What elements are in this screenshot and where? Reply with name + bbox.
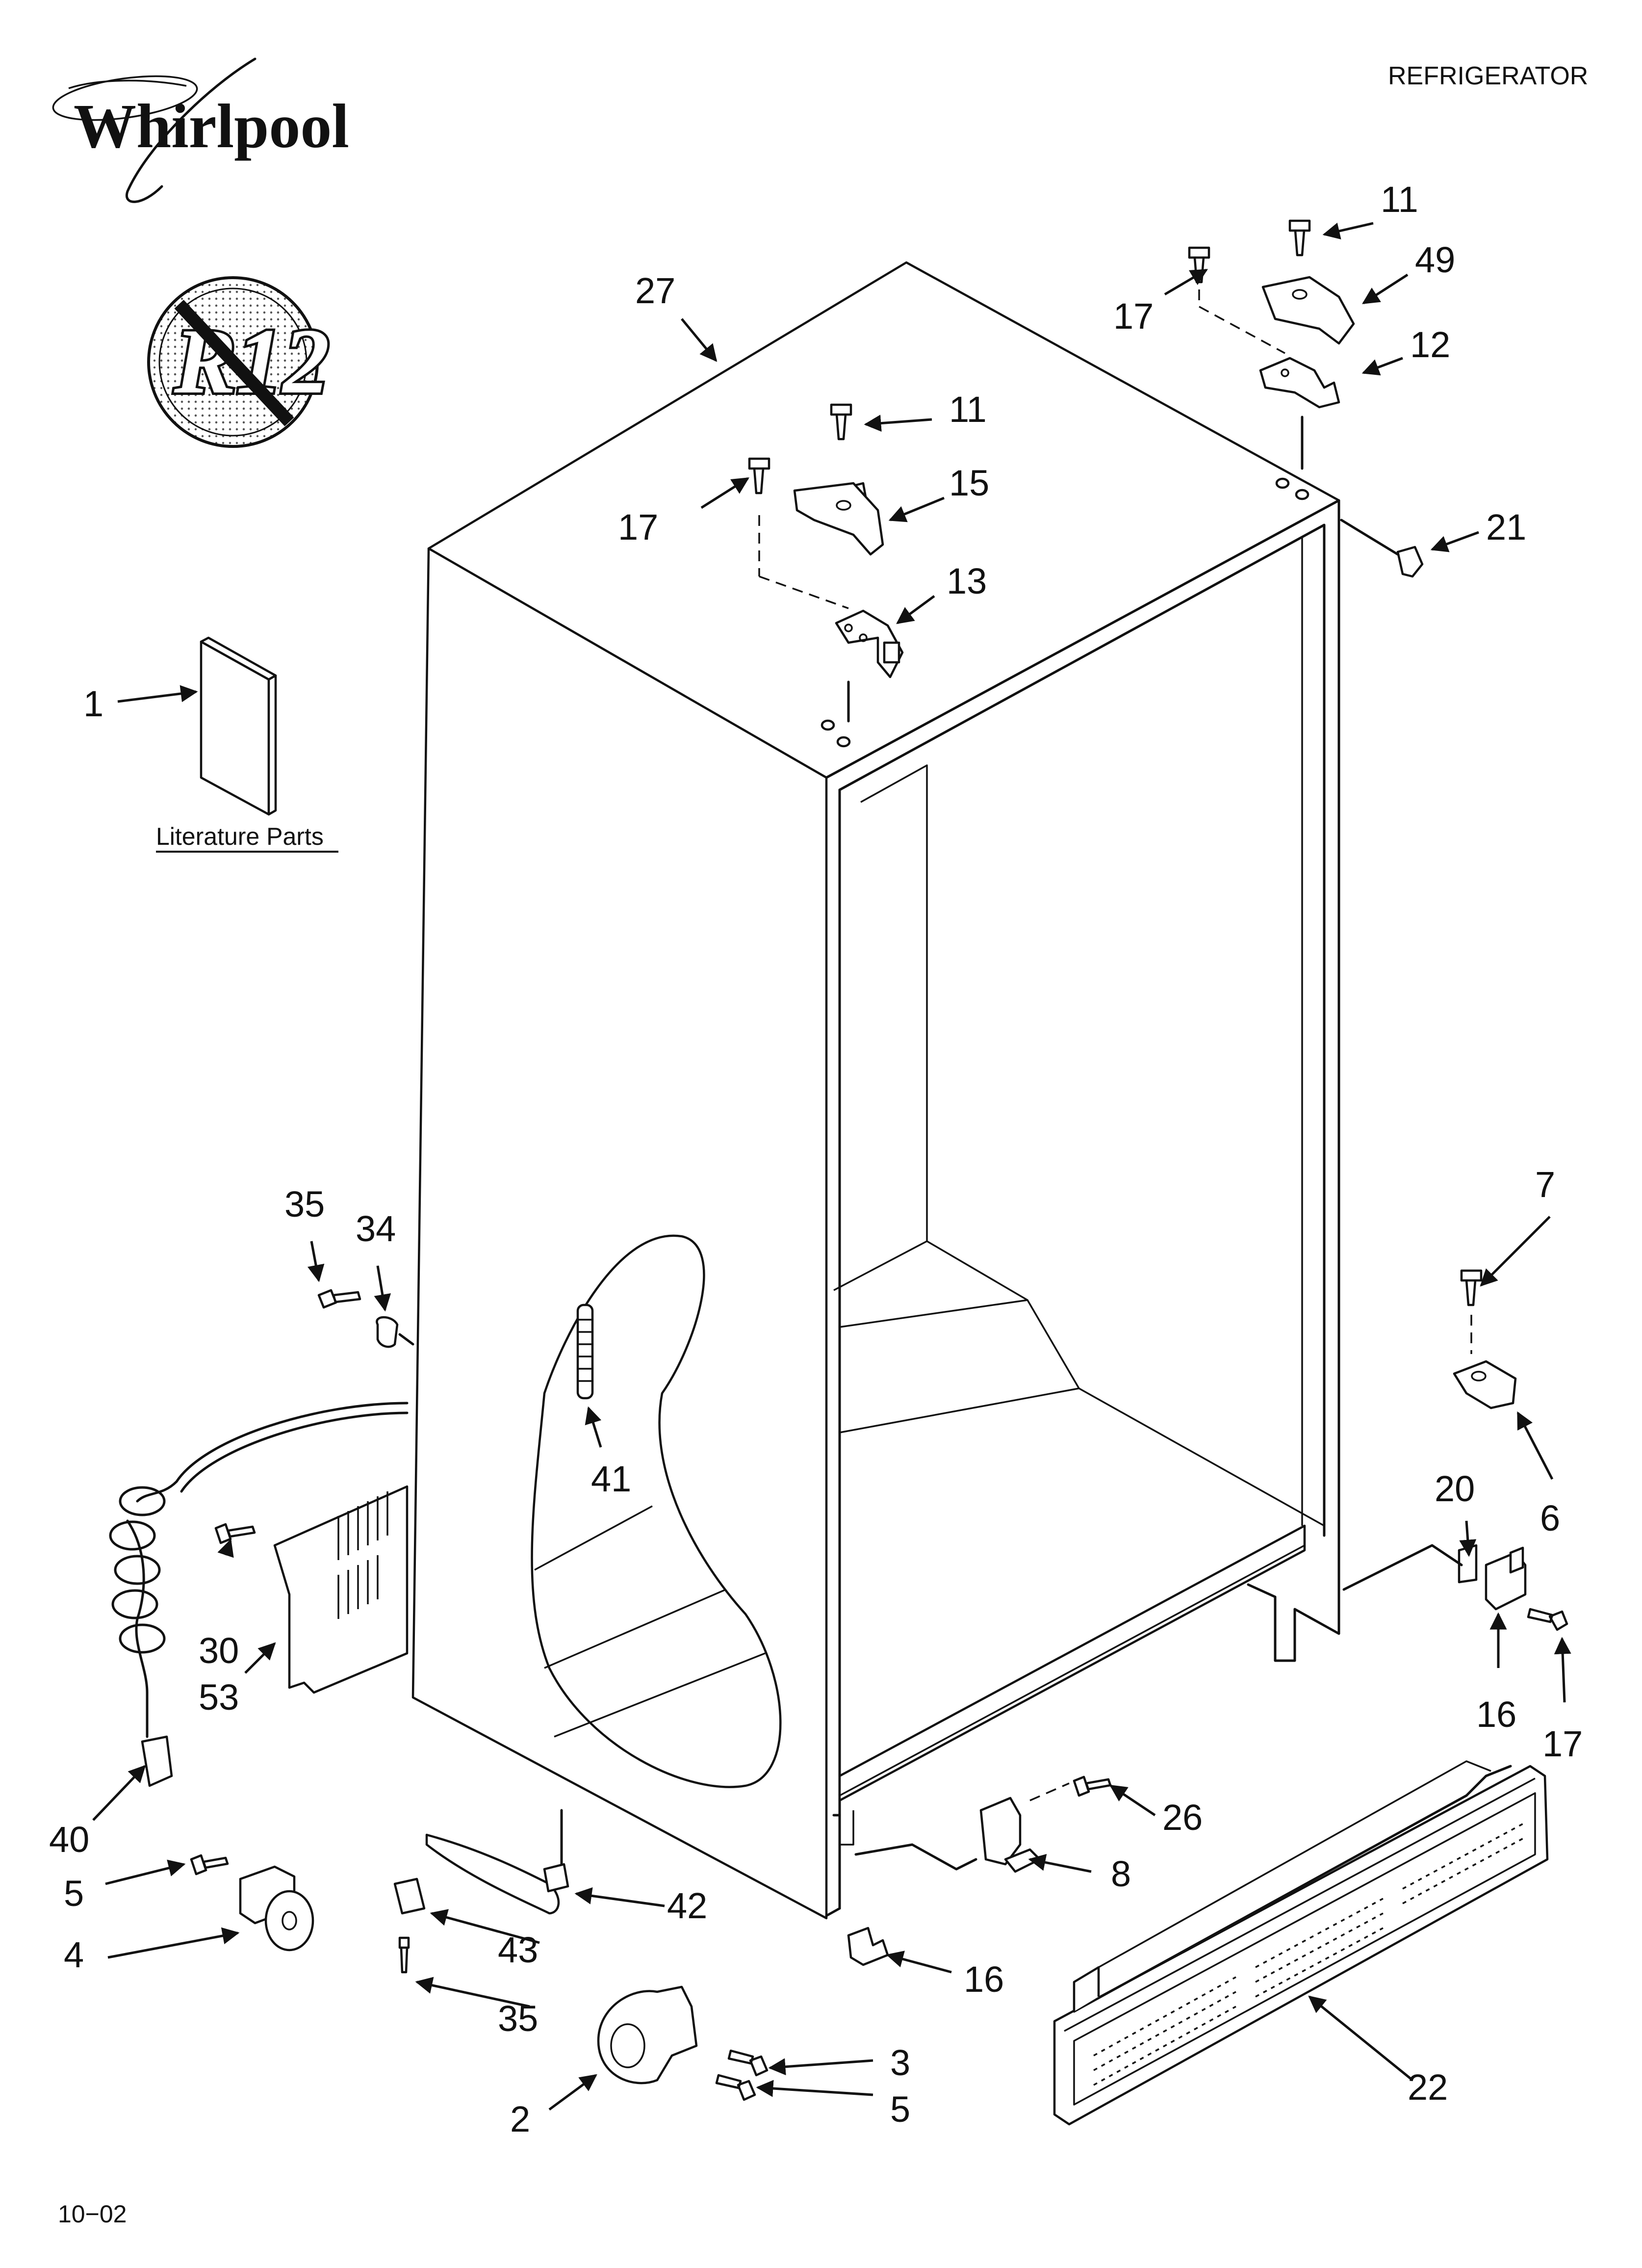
r12-text: R12 <box>174 310 330 413</box>
callout-5-bottom: 5 <box>890 2089 910 2130</box>
literature-caption: Literature Parts <box>156 823 324 850</box>
callout-arrows <box>92 222 1571 2111</box>
callout-16-right: 16 <box>1476 1694 1516 1735</box>
rear-roller <box>597 1985 769 2101</box>
callout-49: 49 <box>1415 239 1455 280</box>
callout-5-left: 5 <box>64 1873 84 1914</box>
callout-12: 12 <box>1410 324 1450 365</box>
callout-34: 34 <box>356 1208 396 1249</box>
callout-35-lower: 35 <box>498 1998 538 2039</box>
callout-42: 42 <box>667 1885 707 1926</box>
bracket-8 <box>854 1775 1112 1873</box>
power-cord <box>109 1402 409 1787</box>
no-r12-badge: R12 <box>147 276 332 448</box>
callout-20: 20 <box>1435 1468 1475 1509</box>
callout-13: 13 <box>947 561 987 601</box>
callout-1: 1 <box>83 683 103 724</box>
cord-clip <box>317 1289 414 1348</box>
callout-41: 41 <box>591 1459 631 1499</box>
whirlpool-logo: Whirlpool <box>52 57 349 203</box>
callout-26: 26 <box>1162 1797 1203 1838</box>
callout-3: 3 <box>890 2042 910 2083</box>
callout-16-bottom: 16 <box>964 1959 1004 2000</box>
callout-40: 40 <box>49 1819 89 1860</box>
front-roller <box>190 1854 314 1952</box>
callout-11-center: 11 <box>949 389 987 430</box>
callout-17-upper-right: 17 <box>1113 296 1154 337</box>
revision-code: 10−02 <box>58 2200 127 2228</box>
callout-7: 7 <box>1535 1164 1555 1205</box>
back-cover-panel <box>214 1485 409 1694</box>
page-title: REFRIGERATOR <box>1388 62 1588 90</box>
bracket-16-lower <box>847 1927 889 1966</box>
callout-27: 27 <box>635 270 675 311</box>
refrigerator-cabinet <box>411 261 1340 1920</box>
callout-17-center: 17 <box>618 507 658 547</box>
callout-6: 6 <box>1540 1498 1560 1538</box>
door-stop-clip <box>1396 546 1424 578</box>
callout-8: 8 <box>1111 1853 1131 1894</box>
upper-right-hinge <box>1188 219 1355 500</box>
literature-booklet <box>200 636 277 816</box>
callout-43: 43 <box>498 1929 538 1970</box>
callout-35-upper: 35 <box>284 1184 325 1225</box>
upper-center-hinge <box>748 403 904 748</box>
callout-17-lower-right: 17 <box>1542 1723 1583 1764</box>
callout-15: 15 <box>949 463 989 503</box>
callout-21: 21 <box>1486 507 1526 547</box>
callout-labels: 11 49 12 17 27 11 17 15 13 21 1 35 34 41… <box>49 179 1583 2139</box>
base-grille <box>1053 1760 1549 2126</box>
callout-4: 4 <box>64 1934 84 1975</box>
callout-2: 2 <box>510 2099 530 2139</box>
callout-22: 22 <box>1408 2067 1448 2108</box>
drain-tube <box>425 1809 569 1915</box>
brand-logotype: Whirlpool <box>74 91 349 161</box>
callout-30: 30 <box>199 1630 239 1671</box>
drain-clip <box>393 1877 426 1974</box>
callout-11-upper-right: 11 <box>1381 179 1418 220</box>
drain-coil <box>576 1303 594 1400</box>
lower-right-hinge <box>1342 1269 1568 1631</box>
callout-53: 53 <box>199 1677 239 1718</box>
